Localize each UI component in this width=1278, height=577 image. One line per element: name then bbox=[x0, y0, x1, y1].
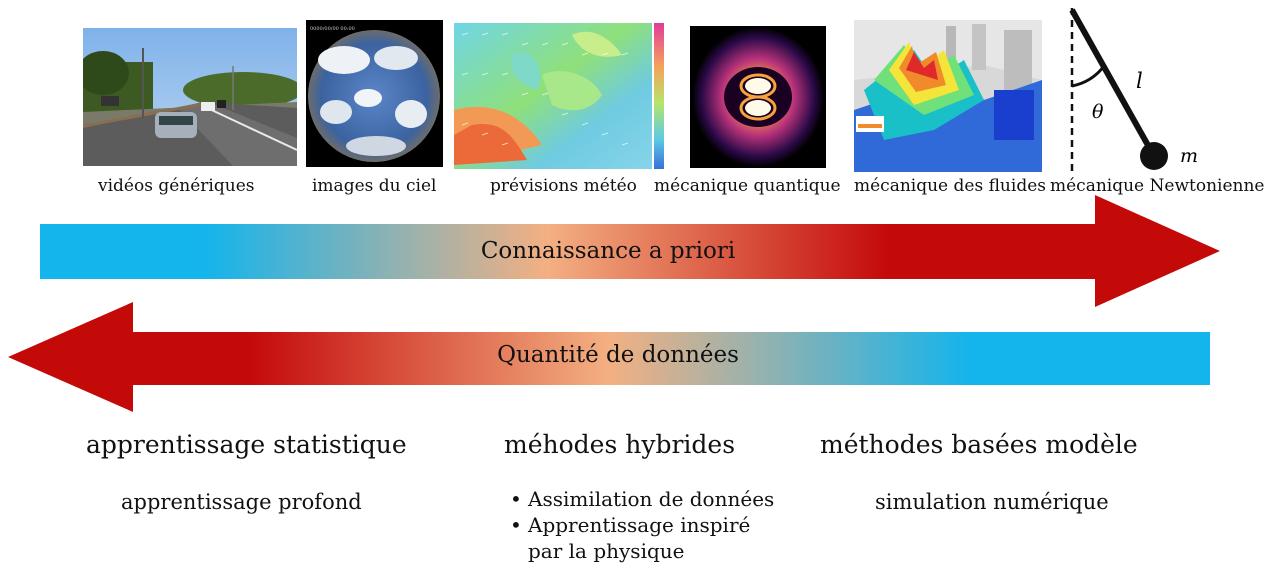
caption-newtonian-mechanics: mécanique Newtonienne bbox=[1050, 176, 1265, 196]
heading-model-based-methods: méthodes basées modèle bbox=[820, 430, 1138, 459]
item-numerical-simulation: simulation numérique bbox=[875, 490, 1109, 514]
angle-symbol: θ bbox=[1092, 101, 1104, 123]
quantum-orbital-image bbox=[690, 26, 826, 168]
list-item: Apprentissage inspiré par la physique bbox=[508, 512, 788, 564]
arrow-label-prior-knowledge: Connaissance a priori bbox=[480, 238, 736, 264]
arrow-data-quantity bbox=[8, 302, 1210, 412]
item-data-assimilation: Assimilation de données bbox=[528, 487, 775, 511]
length-symbol: l bbox=[1136, 69, 1143, 93]
svg-text:0000/00/00 00:00: 0000/00/00 00:00 bbox=[310, 26, 355, 32]
heading-statistical-learning: apprentissage statistique bbox=[86, 430, 407, 459]
caption-quantum-mechanics: mécanique quantique bbox=[654, 176, 841, 196]
weather-forecast-map bbox=[452, 15, 668, 171]
pendulum-diagram: l θ m bbox=[1058, 4, 1218, 180]
item-deep-learning: apprentissage profond bbox=[121, 490, 362, 514]
caption-fluid-mechanics: mécanique des fluides bbox=[854, 176, 1046, 196]
mass-symbol: m bbox=[1180, 145, 1198, 167]
caption-weather-forecasts: prévisions météo bbox=[490, 176, 637, 196]
road-video-image bbox=[83, 28, 297, 166]
caption-sky-images: images du ciel bbox=[312, 176, 437, 196]
list-item: Assimilation de données bbox=[508, 486, 788, 512]
arrow-prior-knowledge bbox=[40, 195, 1220, 307]
caption-generic-videos: vidéos génériques bbox=[98, 176, 255, 196]
heading-hybrid-methods: méhodes hybrides bbox=[504, 430, 736, 459]
item-physics-informed-learning: Apprentissage inspiré par la physique bbox=[528, 513, 751, 563]
sky-fisheye-image: 0000/00/00 00:00 bbox=[306, 20, 443, 167]
hybrid-methods-list: Assimilation de données Apprentissage in… bbox=[508, 486, 788, 564]
arrow-label-data-quantity: Quantité de données bbox=[497, 342, 739, 368]
fluid-simulation-image bbox=[854, 20, 1042, 172]
